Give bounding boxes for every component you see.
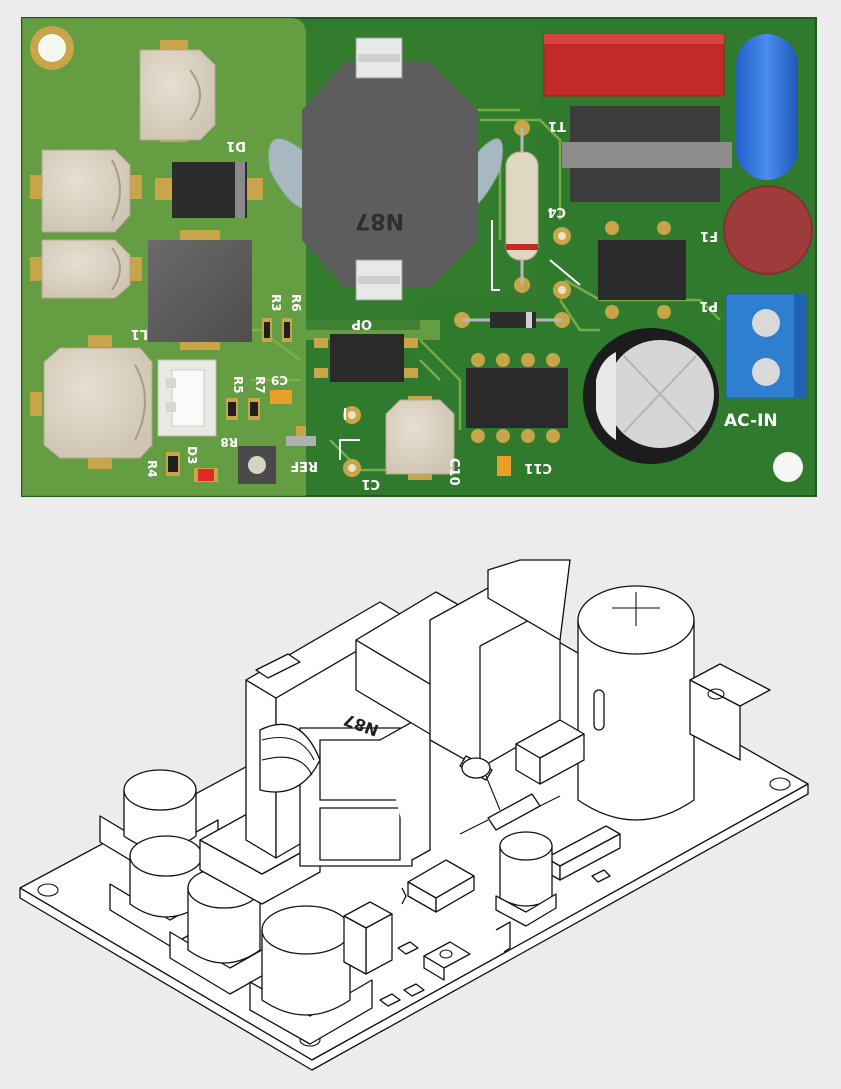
electrolytic-capacitor: [583, 328, 719, 464]
iso-small-cap: [495, 831, 557, 927]
iso-axial-resistor: [459, 755, 501, 811]
capacitor-c4: C4: [491, 204, 581, 299]
label-c4: C4: [547, 204, 566, 219]
label-r8: R8: [220, 435, 238, 449]
label-p1: P1: [699, 298, 718, 313]
label-t1: T1: [548, 118, 566, 133]
resistor-r3-r6: R3 R6: [262, 294, 303, 342]
transformer-t1: T1: [548, 106, 732, 319]
optocoupler-op: OP: [314, 316, 418, 382]
connector-header: [157, 359, 217, 437]
axial-resistor: [505, 120, 539, 293]
label-ac-in: AC-IN: [724, 411, 778, 431]
iso-axial-diode: [459, 793, 561, 835]
label-d3: D3: [185, 446, 199, 464]
iso-electrolytic-capacitor: [577, 585, 695, 821]
mounting-hole-bottom-right: [773, 452, 803, 482]
label-r6: R6: [289, 294, 303, 312]
label-r5: R5: [231, 376, 245, 394]
label-d1: D1: [226, 138, 246, 153]
inductor-l1: L1: [131, 230, 252, 350]
capacitor-c11: C11: [497, 456, 552, 476]
label-r7: R7: [253, 376, 267, 394]
iso-trimmer: [423, 941, 471, 981]
pcb-top-view: D1 L1 R3 R6 OP: [21, 17, 817, 497]
x-capacitor: [543, 33, 725, 97]
label-c11: C11: [524, 460, 552, 475]
diode-d1: D1: [155, 138, 263, 218]
iso-capacitor-4: [249, 905, 373, 1045]
transformer-core-n87: N87: [268, 37, 503, 301]
iso-terminal-block: [689, 663, 771, 761]
iso-optocoupler: [401, 859, 475, 913]
smd-capacitor-top: [139, 40, 216, 142]
label-op: OP: [351, 316, 372, 331]
iso-bridge: [515, 719, 585, 785]
bridge-rectifier: [598, 240, 686, 300]
axial-diode: [454, 312, 570, 328]
label-ref: REF: [290, 458, 318, 473]
iso-smd-parts: [379, 869, 611, 1007]
label-l1: L1: [131, 326, 148, 341]
ic-controller: [466, 353, 568, 443]
capacitor-c10: C10: [385, 396, 461, 486]
fuse-f1: F1: [700, 185, 813, 275]
iso-connector: [343, 901, 393, 975]
led-d3-r8-r4: D3 R8 R4: [145, 435, 276, 484]
label-c10: C10: [446, 458, 461, 486]
smd-capacitor-left-2: [30, 239, 142, 299]
label-r4: R4: [145, 460, 159, 478]
smd-capacitor-left-3: [30, 335, 153, 469]
pcb-isometric-view: N87: [19, 559, 809, 1071]
label-c9: C9: [271, 373, 288, 387]
terminal-block-p1: P1 AC-IN: [699, 293, 807, 431]
ref-component: REF: [286, 426, 318, 473]
iso-transformer-t1: [355, 559, 571, 769]
label-r3: R3: [269, 294, 283, 312]
label-c1: C1: [361, 476, 380, 491]
resistors-r5-r7-c9: R5 R7 C9: [226, 373, 292, 420]
y-capacitor: [736, 34, 798, 180]
capacitor-c1: C1: [339, 406, 380, 491]
core-marking-top: N87: [355, 208, 404, 233]
smd-capacitor-left-1: [30, 149, 142, 233]
label-f1: F1: [700, 228, 718, 243]
